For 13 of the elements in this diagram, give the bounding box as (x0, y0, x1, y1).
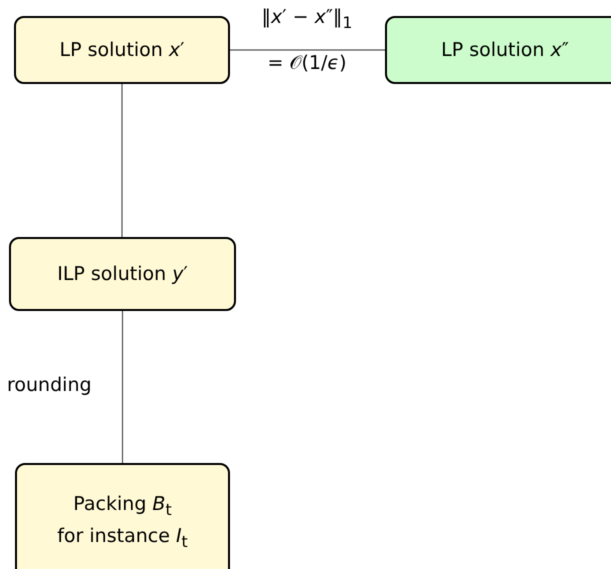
node-text: Packing B$_{t}$ for instance I$_{t}$ (56, 492, 189, 553)
process-box (9, 237, 236, 311)
connector-line (122, 311, 124, 463)
connector-line (230, 49, 385, 51)
process-box (15, 463, 230, 569)
node-text: ILP solution y′ (56, 262, 189, 287)
node-text: LP solution x′ (58, 38, 186, 63)
process-box (385, 16, 611, 84)
edge-label: rounding (7, 374, 92, 396)
node-text: LP solution x″ (440, 38, 570, 63)
connector-line (121, 84, 123, 237)
edge-label: ‖x′ − x″‖$_{1}$ = 𝒪(1/ϵ) (260, 5, 354, 76)
process-box (14, 16, 230, 84)
